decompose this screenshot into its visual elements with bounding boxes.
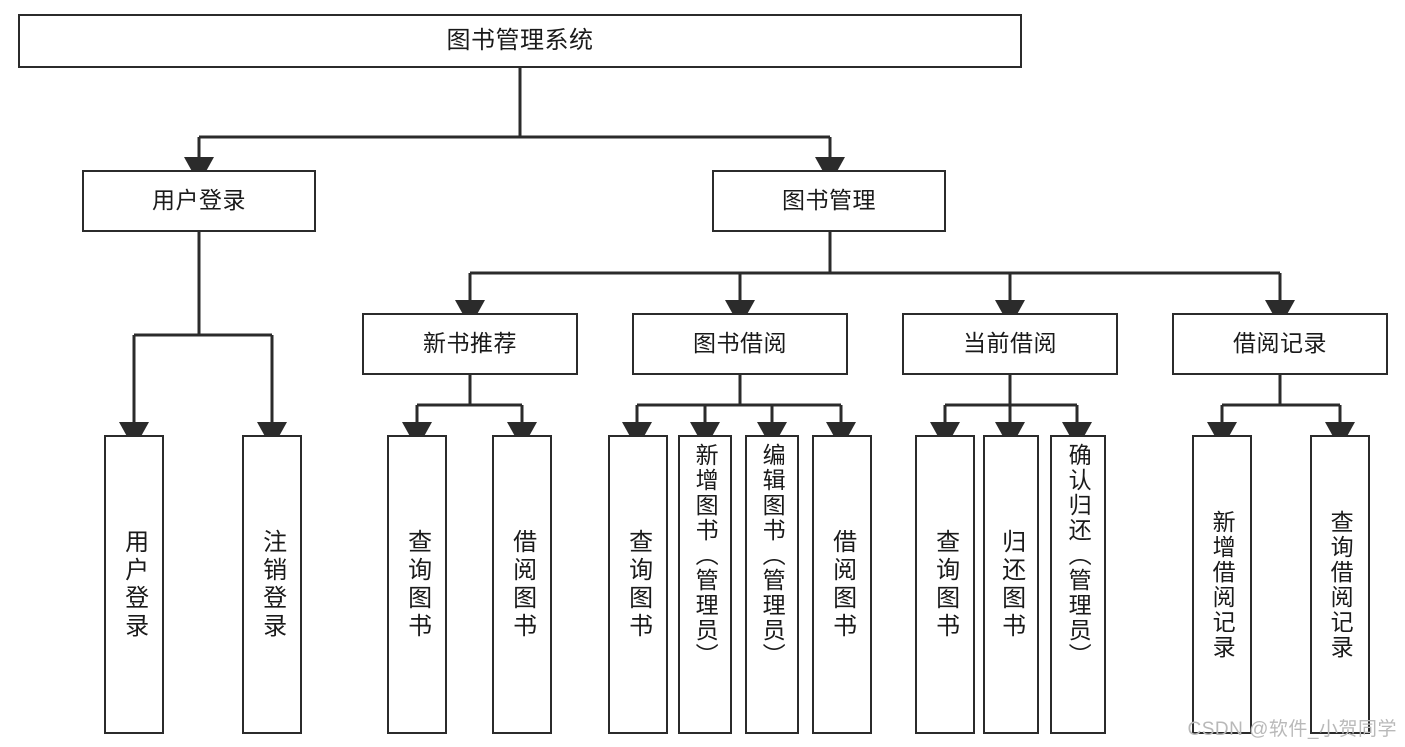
node-label: 借阅图书 bbox=[508, 528, 536, 641]
leaf-edit-book-admin[interactable]: 编辑图书（管理员） bbox=[745, 435, 799, 734]
leaf-query-book-borrow[interactable]: 查询图书 bbox=[608, 435, 668, 734]
node-label: 借阅图书 bbox=[828, 528, 856, 641]
leaf-query-borrow-record[interactable]: 查询借阅记录 bbox=[1310, 435, 1370, 734]
node-label: 编辑图书（管理员） bbox=[759, 443, 786, 668]
node-label: 新增图书（管理员） bbox=[692, 443, 719, 668]
node-label: 图书管理系统 bbox=[446, 26, 594, 54]
node-label: 借阅记录 bbox=[1233, 330, 1327, 357]
node-user-login[interactable]: 用户登录 bbox=[82, 170, 316, 232]
node-label: 注销登录 bbox=[258, 528, 286, 641]
leaf-logout[interactable]: 注销登录 bbox=[242, 435, 302, 734]
node-label: 查询图书 bbox=[931, 528, 959, 641]
node-label: 新增借阅记录 bbox=[1209, 509, 1236, 660]
leaf-borrow-book-recommend[interactable]: 借阅图书 bbox=[492, 435, 552, 734]
leaf-add-borrow-record[interactable]: 新增借阅记录 bbox=[1192, 435, 1252, 734]
node-label: 查询借阅记录 bbox=[1327, 509, 1354, 660]
node-new-book-recommend[interactable]: 新书推荐 bbox=[362, 313, 578, 375]
node-label: 当前借阅 bbox=[963, 330, 1057, 357]
leaf-user-login[interactable]: 用户登录 bbox=[104, 435, 164, 734]
node-label: 图书管理 bbox=[782, 187, 876, 214]
leaf-borrow-book[interactable]: 借阅图书 bbox=[812, 435, 872, 734]
leaf-query-book-current[interactable]: 查询图书 bbox=[915, 435, 975, 734]
node-label: 图书借阅 bbox=[693, 330, 787, 357]
node-label: 用户登录 bbox=[152, 187, 246, 214]
node-root-system[interactable]: 图书管理系统 bbox=[18, 14, 1022, 68]
leaf-confirm-return-admin[interactable]: 确认归还（管理员） bbox=[1050, 435, 1106, 734]
node-label: 查询图书 bbox=[624, 528, 652, 641]
node-label: 查询图书 bbox=[403, 528, 431, 641]
node-book-management[interactable]: 图书管理 bbox=[712, 170, 946, 232]
node-current-borrow[interactable]: 当前借阅 bbox=[902, 313, 1118, 375]
leaf-query-book-recommend[interactable]: 查询图书 bbox=[387, 435, 447, 734]
leaf-return-book[interactable]: 归还图书 bbox=[983, 435, 1039, 734]
node-label: 用户登录 bbox=[120, 528, 148, 641]
leaf-add-book-admin[interactable]: 新增图书（管理员） bbox=[678, 435, 732, 734]
node-label: 新书推荐 bbox=[423, 330, 517, 357]
node-book-borrow[interactable]: 图书借阅 bbox=[632, 313, 848, 375]
node-label: 归还图书 bbox=[997, 528, 1025, 641]
node-label: 确认归还（管理员） bbox=[1065, 443, 1092, 668]
csdn-watermark: CSDN @软件_小贺同学 bbox=[1187, 719, 1397, 740]
node-borrow-records[interactable]: 借阅记录 bbox=[1172, 313, 1388, 375]
